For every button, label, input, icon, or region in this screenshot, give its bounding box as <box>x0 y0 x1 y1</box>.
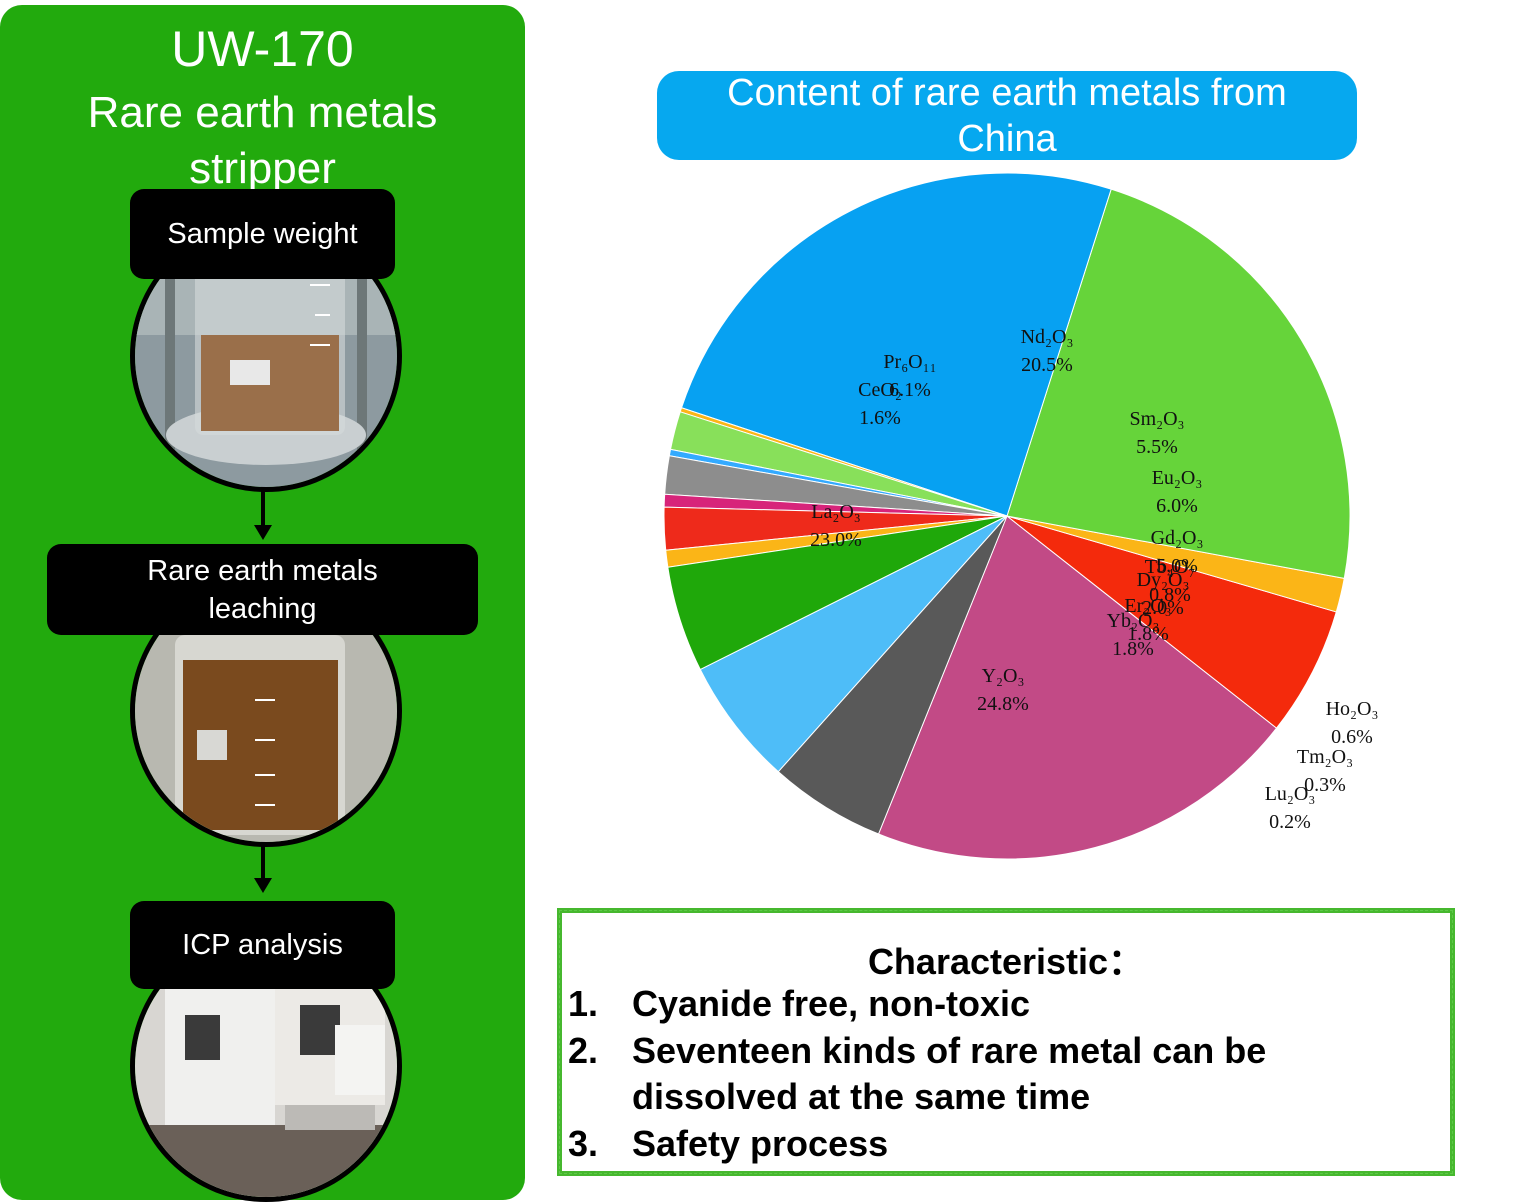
slice-name-label: Tm₂O₃ <box>1297 746 1353 768</box>
item-text-line2: dissolved at the same time <box>632 1076 1091 1117</box>
item-number: 2. <box>568 1030 599 1071</box>
pie-slices <box>663 172 1351 860</box>
characteristic-box: Characteristic： 1. Cyanide free, non-tox… <box>557 908 1455 1176</box>
slice-percent-label: 0.3% <box>1304 774 1346 796</box>
characteristic-title: Characteristic： <box>867 941 1145 982</box>
chart-title-line2: China <box>957 117 1057 160</box>
pie-slice <box>1006 188 1351 579</box>
pie-slice <box>1006 515 1337 729</box>
chart-title-line1: Content of rare earth metals from <box>727 71 1287 114</box>
slice-percent-label: 23.0% <box>810 529 862 551</box>
slice-name-label: Dy₂O₃ <box>1137 569 1190 591</box>
slice-name-label: CeO₂ <box>858 379 902 401</box>
slice-percent-label: 1.6% <box>859 407 901 429</box>
slice-percent-label: 6.0% <box>1156 495 1198 517</box>
product-name-line2: stripper <box>189 144 336 193</box>
slice-percent-label: 0.2% <box>1269 811 1311 833</box>
slice-name-label: Lu₂O₃ <box>1265 783 1316 805</box>
step-leaching: Rare earth metals leaching <box>47 544 478 635</box>
slice-name-label: Nd₂O₃ <box>1021 326 1074 348</box>
slice-percent-label: 1.8% <box>1127 623 1169 645</box>
pie-slice <box>680 172 1112 517</box>
pie-slice <box>877 515 1278 860</box>
slice-name-label: Y₂O₃ <box>982 665 1025 687</box>
slice-percent-label: 5.5% <box>1136 436 1178 458</box>
slice-percent-label: 0.8% <box>1149 584 1191 606</box>
slice-name-label: Tb₄O₇ <box>1145 556 1196 578</box>
step-leaching-label-line2: leaching <box>208 592 317 625</box>
step-sample-weight-label: Sample weight <box>167 218 358 250</box>
step-icp-analysis-label: ICP analysis <box>182 929 343 961</box>
step-leaching-label-line1: Rare earth metals <box>147 554 378 587</box>
slice-name-label: Er₂O₃ <box>1124 595 1171 617</box>
item-number: 1. <box>568 983 599 1024</box>
step-icp-analysis: ICP analysis <box>130 901 395 989</box>
slice-percent-label: 24.8% <box>977 693 1029 715</box>
slice-name-label: Gd₂O₃ <box>1151 527 1204 549</box>
product-name: Rare earth metals stripper <box>0 85 525 197</box>
item-text-line1: Seventeen kinds of rare metal can be <box>632 1030 1267 1071</box>
item-number: 3. <box>568 1123 599 1164</box>
product-name-line1: Rare earth metals <box>87 88 438 137</box>
slice-name-label: Eu₂O₃ <box>1152 467 1203 489</box>
step-sample-weight: Sample weight <box>130 189 395 279</box>
slice-percent-label: 6.1% <box>889 379 931 401</box>
product-code: UW-170 <box>171 21 354 77</box>
pie-slice <box>777 515 1008 835</box>
slice-name-label: Pr₆O₁₁ <box>883 351 936 373</box>
slice-percent-label: 2.0% <box>1142 597 1184 619</box>
chart-title: Content of rare earth metals from China <box>657 71 1357 160</box>
item-text: Safety process <box>632 1123 889 1164</box>
pie-slice <box>699 515 1008 773</box>
slice-name-label: La₂O₃ <box>811 501 860 523</box>
item-text: Cyanide free, non-toxic <box>632 983 1031 1024</box>
pie-labels: Nd₂O₃ 20.5% Pr₆O₁₁ 6.1%CeO₂ 1.6% La₂O₃ 23.0% Y₂… <box>810 326 1378 833</box>
slice-name-label: Yb₂O₃ <box>1107 610 1160 632</box>
slice-name-label: Sm₂O₃ <box>1129 408 1184 430</box>
slice-percent-label: 0.6% <box>1331 726 1373 748</box>
slice-name-label: Ho₂O₃ <box>1326 698 1379 720</box>
slice-percent-label: 1.8% <box>1112 638 1154 660</box>
slice-percent-label: 20.5% <box>1021 354 1073 376</box>
arrow-down-icon <box>254 485 272 540</box>
slice-percent-label: 5.0% <box>1156 555 1198 577</box>
